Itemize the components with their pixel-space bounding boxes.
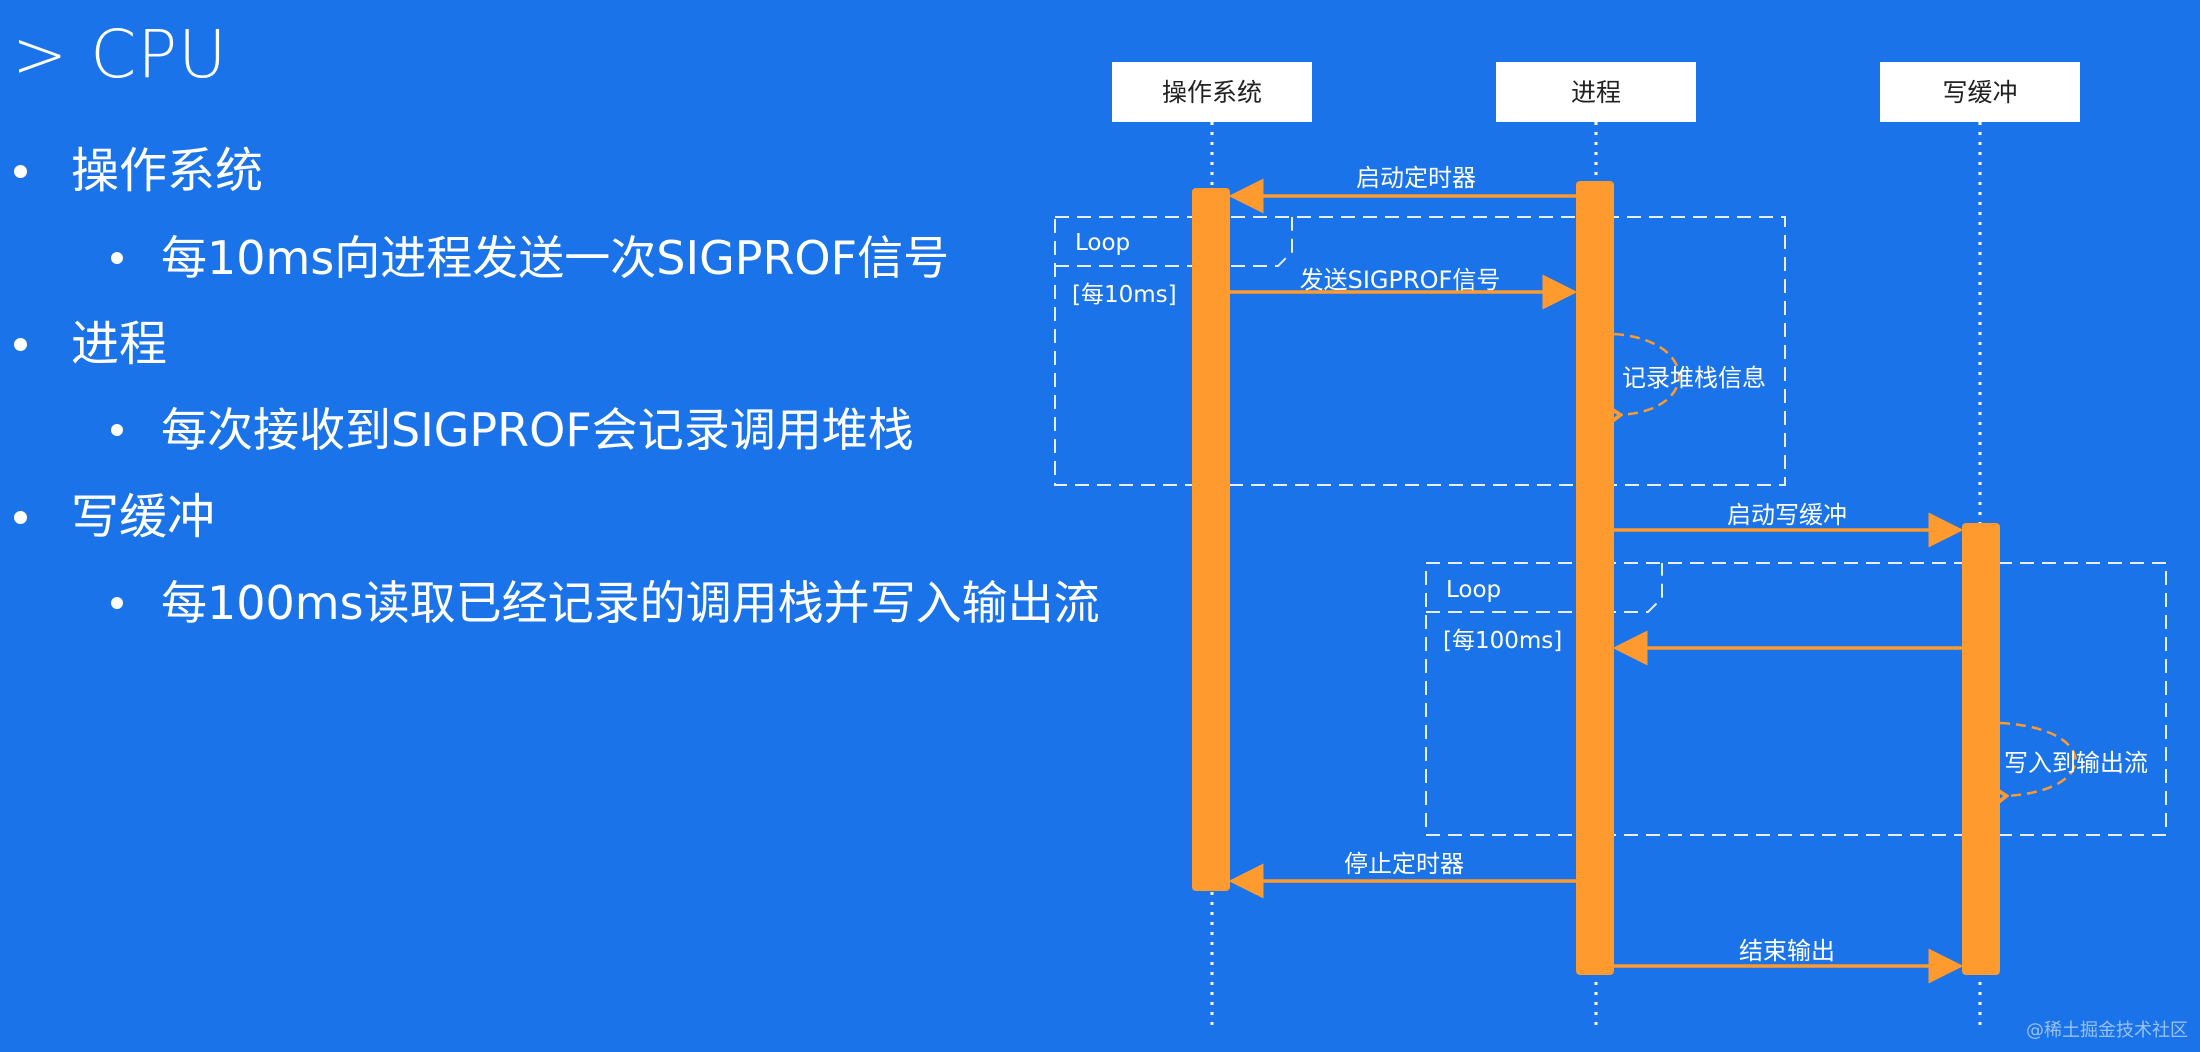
bullet-dot-icon [14, 164, 27, 178]
watermark: @稀土掘金技术社区 [2026, 1020, 2188, 1041]
message-record-stack: 记录堆栈信息 [1614, 332, 1766, 415]
slide-title: > CPU [12, 16, 228, 93]
message-label: 记录堆栈信息 [1622, 364, 1766, 392]
bullet-text: 操作系统 [71, 143, 264, 199]
participant-label: 写缓冲 [1942, 78, 2017, 107]
loop-frame-10ms: Loop [每10ms] [1054, 216, 1786, 486]
bullet-os-detail: 每10ms向进程发送一次SIGPROF信号 [111, 235, 949, 281]
message-start-write-buffer: 启动写缓冲 [1614, 501, 1964, 548]
bullet-process: 进程 [14, 320, 167, 368]
message-label: 启动定时器 [1356, 164, 1476, 192]
bullet-text: 每10ms向进程发送一次SIGPROF信号 [161, 231, 950, 285]
participant-label: 操作系统 [1162, 78, 1262, 107]
bullet-dot-icon [111, 597, 123, 609]
message-label: 写入到输出流 [2004, 749, 2148, 777]
bullet-os: 操作系统 [14, 147, 263, 195]
message-label: 发送SIGPROF信号 [1300, 266, 1501, 294]
participant-os: 操作系统 [1112, 62, 1312, 122]
bullet-text: 每100ms读取已经记录的调用栈并写入输出流 [161, 576, 1100, 630]
bullet-list: 操作系统 每10ms向进程发送一次SIGPROF信号 进程 每次接收到SIGPR… [0, 0, 1150, 700]
bullet-dot-icon [111, 252, 123, 264]
bullet-process-detail: 每次接收到SIGPROF会记录调用堆栈 [111, 407, 914, 453]
bullet-text: 每次接收到SIGPROF会记录调用堆栈 [161, 403, 914, 457]
participant-label: 进程 [1571, 78, 1621, 107]
activation-os [1192, 188, 1230, 891]
bullet-dot-icon [111, 424, 123, 436]
bullet-text: 写缓冲 [71, 489, 216, 545]
bullet-write-buffer: 写缓冲 [14, 493, 215, 541]
bullet-dot-icon [14, 510, 27, 524]
bullet-text: 进程 [71, 316, 168, 372]
loop-label: Loop [1075, 230, 1130, 256]
message-write-output: 写入到输出流 [2000, 721, 2148, 796]
participant-write-buffer: 写缓冲 [1880, 62, 2080, 122]
message-label: 停止定时器 [1344, 850, 1464, 878]
bullet-write-buffer-detail: 每100ms读取已经记录的调用栈并写入输出流 [111, 580, 1100, 626]
message-stop-timer: 停止定时器 [1228, 850, 1576, 899]
message-send-sigprof: 发送SIGPROF信号 [1230, 266, 1578, 310]
message-label: 启动写缓冲 [1727, 501, 1847, 529]
loop-condition: [每10ms] [1072, 282, 1177, 308]
bullet-dot-icon [14, 337, 27, 351]
participant-process: 进程 [1496, 62, 1696, 122]
message-start-timer: 启动定时器 [1228, 164, 1576, 214]
loop-label: Loop [1446, 577, 1501, 603]
activation-write-buffer [1962, 523, 2000, 975]
loop-frame-100ms: Loop [每100ms] [1425, 562, 2167, 836]
message-end-output: 结束输出 [1614, 937, 1964, 984]
loop-condition: [每100ms] [1443, 628, 1562, 654]
message-label: 结束输出 [1739, 937, 1835, 965]
activation-process [1576, 181, 1614, 975]
